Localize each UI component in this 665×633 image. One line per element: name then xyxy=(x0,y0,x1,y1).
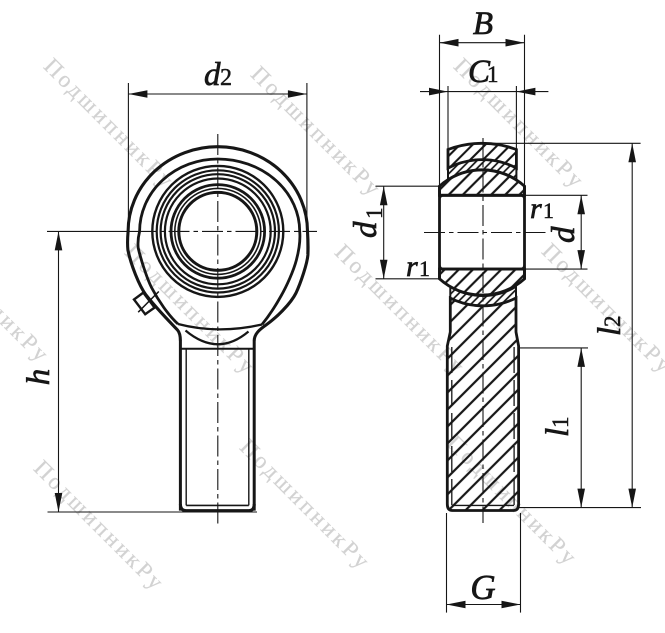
svg-text:1: 1 xyxy=(487,62,499,87)
svg-text:C: C xyxy=(468,54,491,90)
svg-text:r: r xyxy=(406,250,418,283)
svg-text:h: h xyxy=(21,369,57,386)
svg-text:B: B xyxy=(473,6,493,42)
svg-text:2: 2 xyxy=(600,316,625,328)
svg-text:1: 1 xyxy=(419,256,430,281)
svg-text:d: d xyxy=(546,226,582,243)
svg-text:l: l xyxy=(540,428,576,437)
svg-text:G: G xyxy=(470,568,495,607)
svg-text:1: 1 xyxy=(362,208,387,220)
svg-text:d: d xyxy=(348,221,384,238)
svg-text:2: 2 xyxy=(220,65,232,91)
svg-text:r: r xyxy=(530,192,542,225)
svg-text:1: 1 xyxy=(543,198,554,223)
svg-text:1: 1 xyxy=(548,417,573,429)
svg-text:l: l xyxy=(592,327,628,336)
svg-text:d: d xyxy=(204,57,221,93)
